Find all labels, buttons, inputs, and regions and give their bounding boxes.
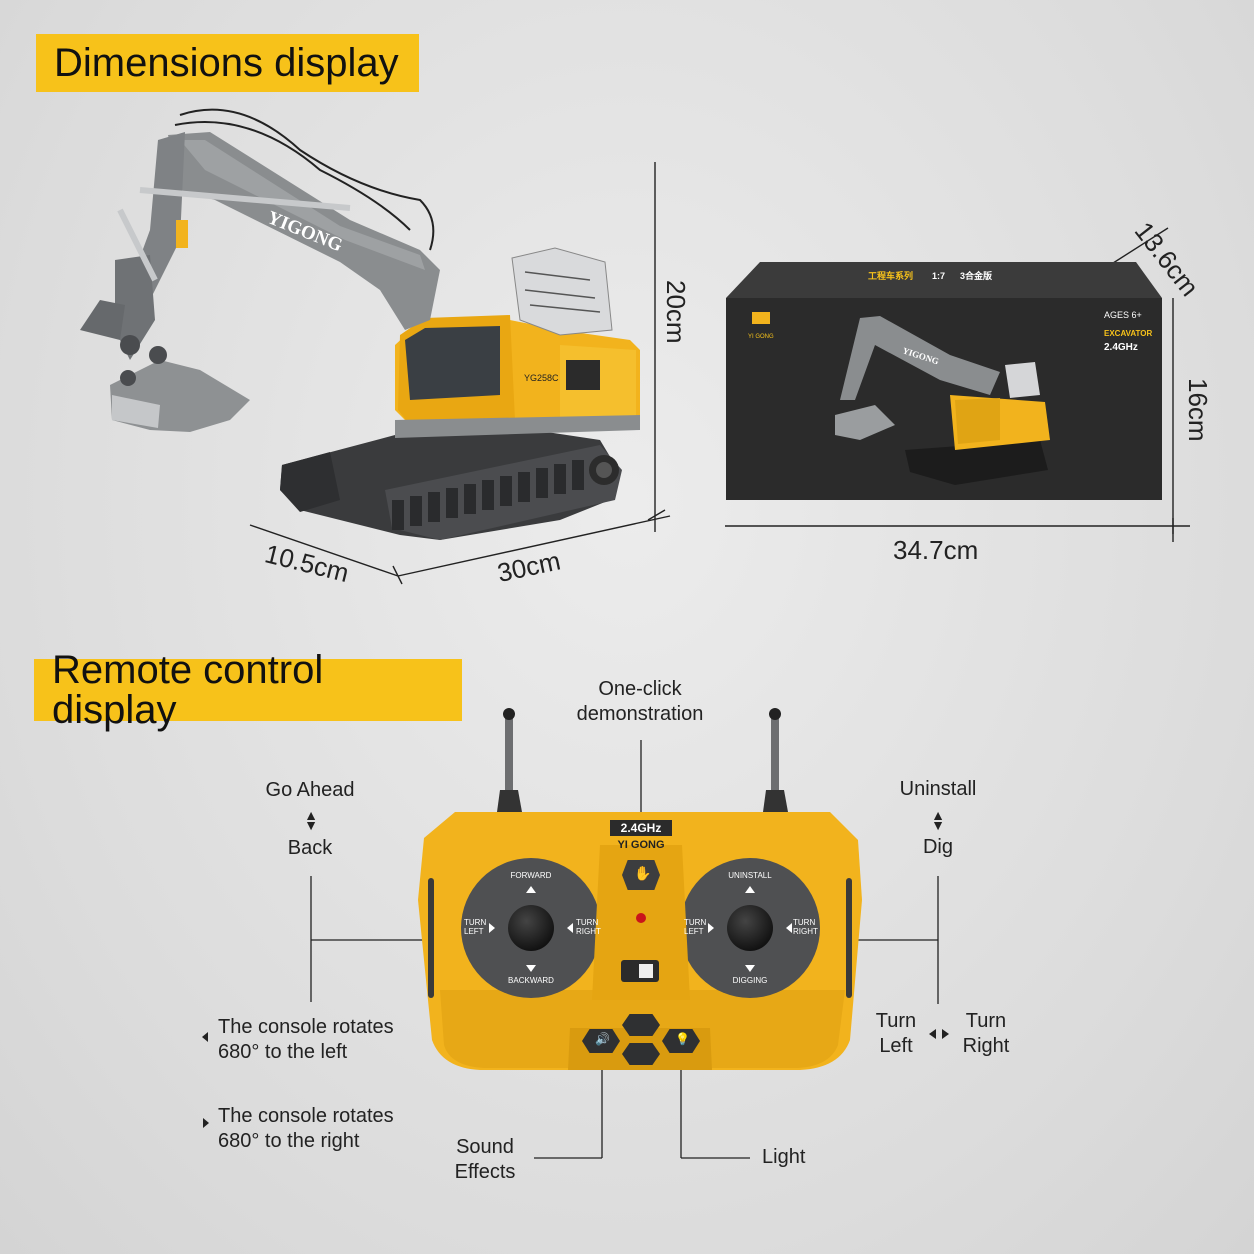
excavator-top-plate <box>511 247 613 336</box>
remote-brand-text: YI GONG <box>617 839 665 851</box>
antenna-right <box>763 708 788 812</box>
freq-badge <box>610 820 672 836</box>
turn-right-callout: Turn Right <box>962 1010 1010 1057</box>
top-center-button[interactable] <box>622 1014 660 1036</box>
right-down-label: DIGGING <box>732 976 768 985</box>
box-length-label: 34.7cm <box>893 535 979 565</box>
dimensions-heading: Dimensions display <box>36 34 419 92</box>
left-joystick[interactable] <box>508 905 554 951</box>
left-up-label: FORWARD <box>510 871 552 880</box>
demo-button[interactable]: ✋ <box>622 860 660 890</box>
left-down-label: BACKWARD <box>508 976 554 985</box>
excavator-body: YG258C <box>395 315 640 438</box>
box-logo-text: YI GONG <box>748 334 774 340</box>
excavator-boom: YIGONG <box>115 108 440 360</box>
box-series: 工程车系列 <box>868 270 913 281</box>
up-down-arrows-left: ▲▼ <box>304 807 318 833</box>
remote-freq-text: 2.4GHz <box>620 821 662 835</box>
up-down-arrows-right: ▲▼ <box>931 807 945 833</box>
right-joystick[interactable] <box>727 905 773 951</box>
rotate-right-callout: The console rotates 680° to the right <box>218 1105 394 1152</box>
rotate-left-callout: The console rotates 680° to the left <box>218 1016 394 1063</box>
sound-callout: Sound Effects <box>454 1136 516 1183</box>
demo-callout: One-click demonstration <box>576 678 704 725</box>
power-led <box>636 913 646 923</box>
light-button[interactable]: 💡 <box>662 1029 700 1053</box>
model-text: YG258C <box>524 373 559 383</box>
turn-left-callout: Turn Left <box>875 1010 917 1057</box>
light-callout: Light <box>762 1146 806 1168</box>
box-ages: AGES 6+ <box>1104 310 1142 320</box>
speaker-icon: 🔊 <box>595 1032 610 1046</box>
excavator-tracks <box>280 428 622 540</box>
box-scale: 1:7 <box>932 271 945 281</box>
box-product: EXCAVATOR <box>1104 329 1153 338</box>
go-ahead-label: Go Ahead <box>265 779 355 801</box>
excavator-bucket <box>80 300 250 432</box>
uninstall-label: Uninstall <box>899 778 977 800</box>
back-label: Back <box>287 837 333 859</box>
bottom-center-button[interactable] <box>622 1043 660 1065</box>
right-up-label: UNINSTALL <box>728 871 772 880</box>
sound-button[interactable]: 🔊 <box>582 1029 620 1053</box>
dig-label: Dig <box>922 836 953 858</box>
box-excavator-image: YIGONG <box>835 316 1050 485</box>
box-freq: 2.4GHz <box>1104 342 1138 353</box>
light-icon: 💡 <box>675 1032 690 1046</box>
hand-icon: ✋ <box>634 865 652 881</box>
box-edition: 3合金版 <box>960 270 992 281</box>
box-logo-icon <box>752 312 770 324</box>
antenna-left <box>497 708 522 812</box>
